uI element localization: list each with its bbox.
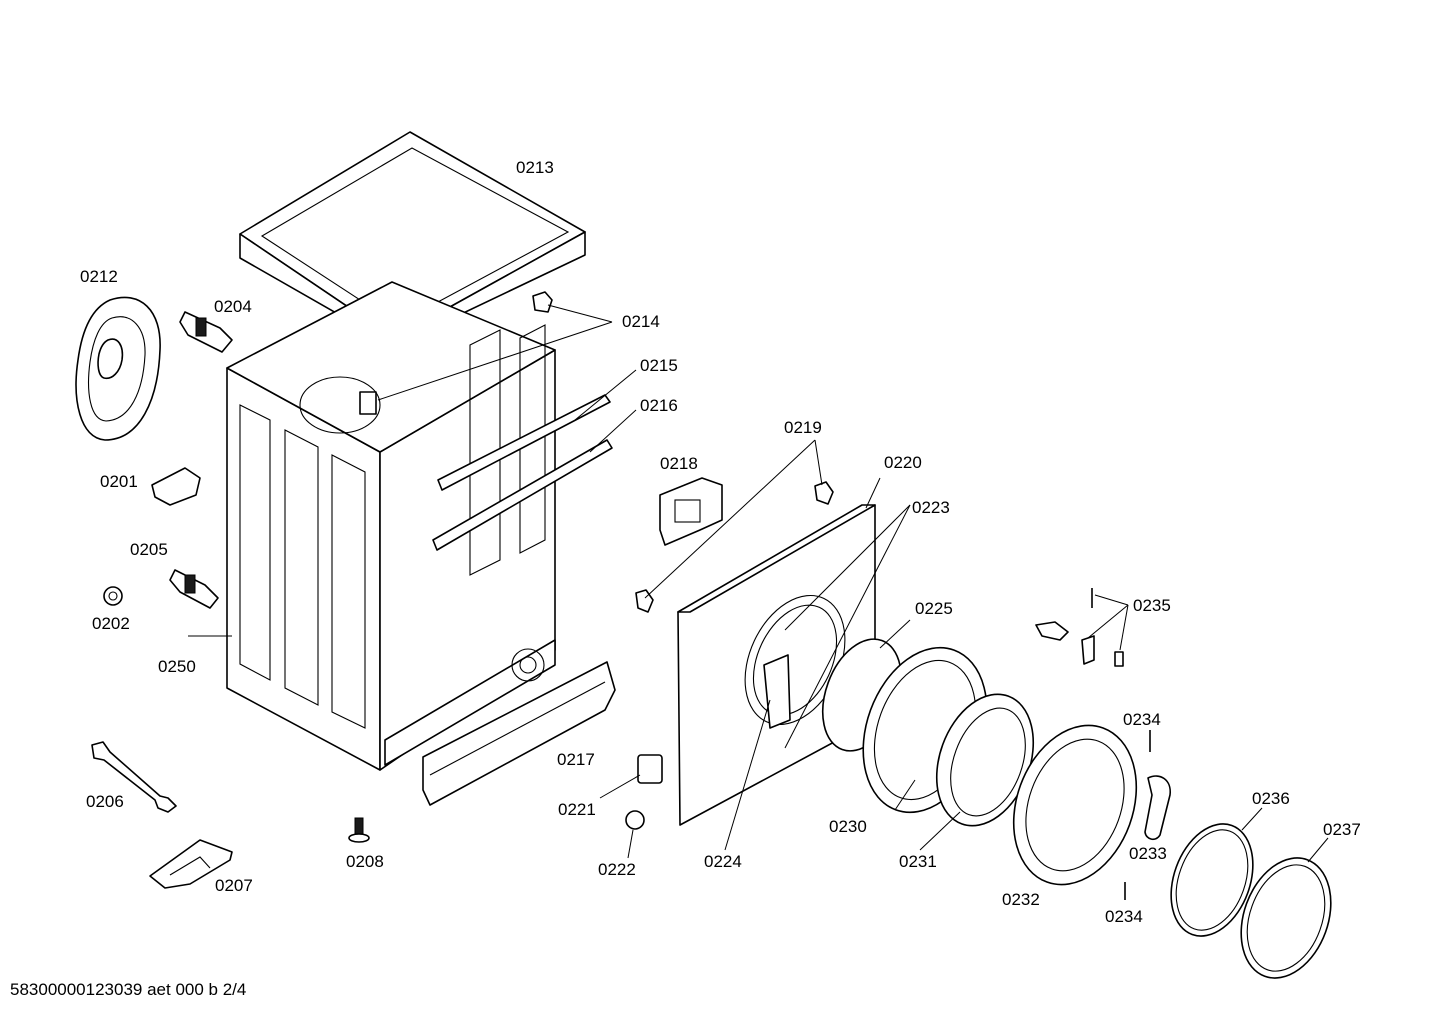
leader-lines <box>188 304 1329 863</box>
label-0235: 0235 <box>1133 596 1171 615</box>
label-0214: 0214 <box>622 312 660 331</box>
label-0236: 0236 <box>1252 789 1290 808</box>
part-0217-base-panel <box>422 661 616 806</box>
label-0207: 0207 <box>215 876 253 895</box>
label-0202: 0202 <box>92 614 130 633</box>
part-0235-hinge <box>1035 588 1124 667</box>
label-0213: 0213 <box>516 158 554 177</box>
label-0206: 0206 <box>86 792 124 811</box>
label-0221: 0221 <box>558 800 596 819</box>
part-0233-handle <box>1144 775 1171 841</box>
label-0225: 0225 <box>915 599 953 618</box>
part-labels: 0213 0212 0204 0214 0215 0216 0219 0218 … <box>80 158 1361 926</box>
part-0220-front-panel <box>677 504 876 826</box>
label-0222: 0222 <box>598 860 636 879</box>
part-0208-screw <box>348 817 370 843</box>
part-0222-cap <box>625 810 645 830</box>
part-0218-door-lock <box>659 477 723 546</box>
part-0216-rail <box>432 439 613 551</box>
part-0205-damper <box>169 569 219 609</box>
part-0202-foot <box>103 586 123 606</box>
label-0205: 0205 <box>130 540 168 559</box>
label-0232: 0232 <box>1002 890 1040 909</box>
label-0250: 0250 <box>158 657 196 676</box>
part-0232-outer-frame <box>1012 724 1138 886</box>
label-0208: 0208 <box>346 852 384 871</box>
label-0219: 0219 <box>784 418 822 437</box>
part-0207-plate <box>149 839 233 889</box>
part-0221-switch <box>637 754 663 784</box>
part-0234-pin <box>1124 730 1151 900</box>
label-0230: 0230 <box>829 817 867 836</box>
part-0237-ring <box>1240 857 1332 979</box>
part-0219-clip <box>635 481 834 613</box>
document-id-footer: 58300000123039 aet 000 b 2/4 <box>10 980 247 999</box>
part-0236-ring <box>1170 823 1254 937</box>
label-0234-bottom: 0234 <box>1105 907 1143 926</box>
part-0214-clip <box>532 291 553 313</box>
label-0237: 0237 <box>1323 820 1361 839</box>
part-0201-clamp <box>151 467 201 506</box>
label-0233: 0233 <box>1129 844 1167 863</box>
label-0224: 0224 <box>704 852 742 871</box>
label-0204: 0204 <box>214 297 252 316</box>
part-0215-rail <box>437 394 611 491</box>
label-0212: 0212 <box>80 267 118 286</box>
part-0204-damper <box>179 311 233 353</box>
label-0218: 0218 <box>660 454 698 473</box>
label-0217: 0217 <box>557 750 595 769</box>
part-0250-cabinet <box>226 281 556 771</box>
label-0231: 0231 <box>899 852 937 871</box>
part-0212-back-cover <box>75 296 161 441</box>
label-0201: 0201 <box>100 472 138 491</box>
label-0234-top: 0234 <box>1123 710 1161 729</box>
label-0220: 0220 <box>884 453 922 472</box>
label-0216: 0216 <box>640 396 678 415</box>
label-0223: 0223 <box>912 498 950 517</box>
part-0206-spanner <box>91 741 177 813</box>
label-0215: 0215 <box>640 356 678 375</box>
